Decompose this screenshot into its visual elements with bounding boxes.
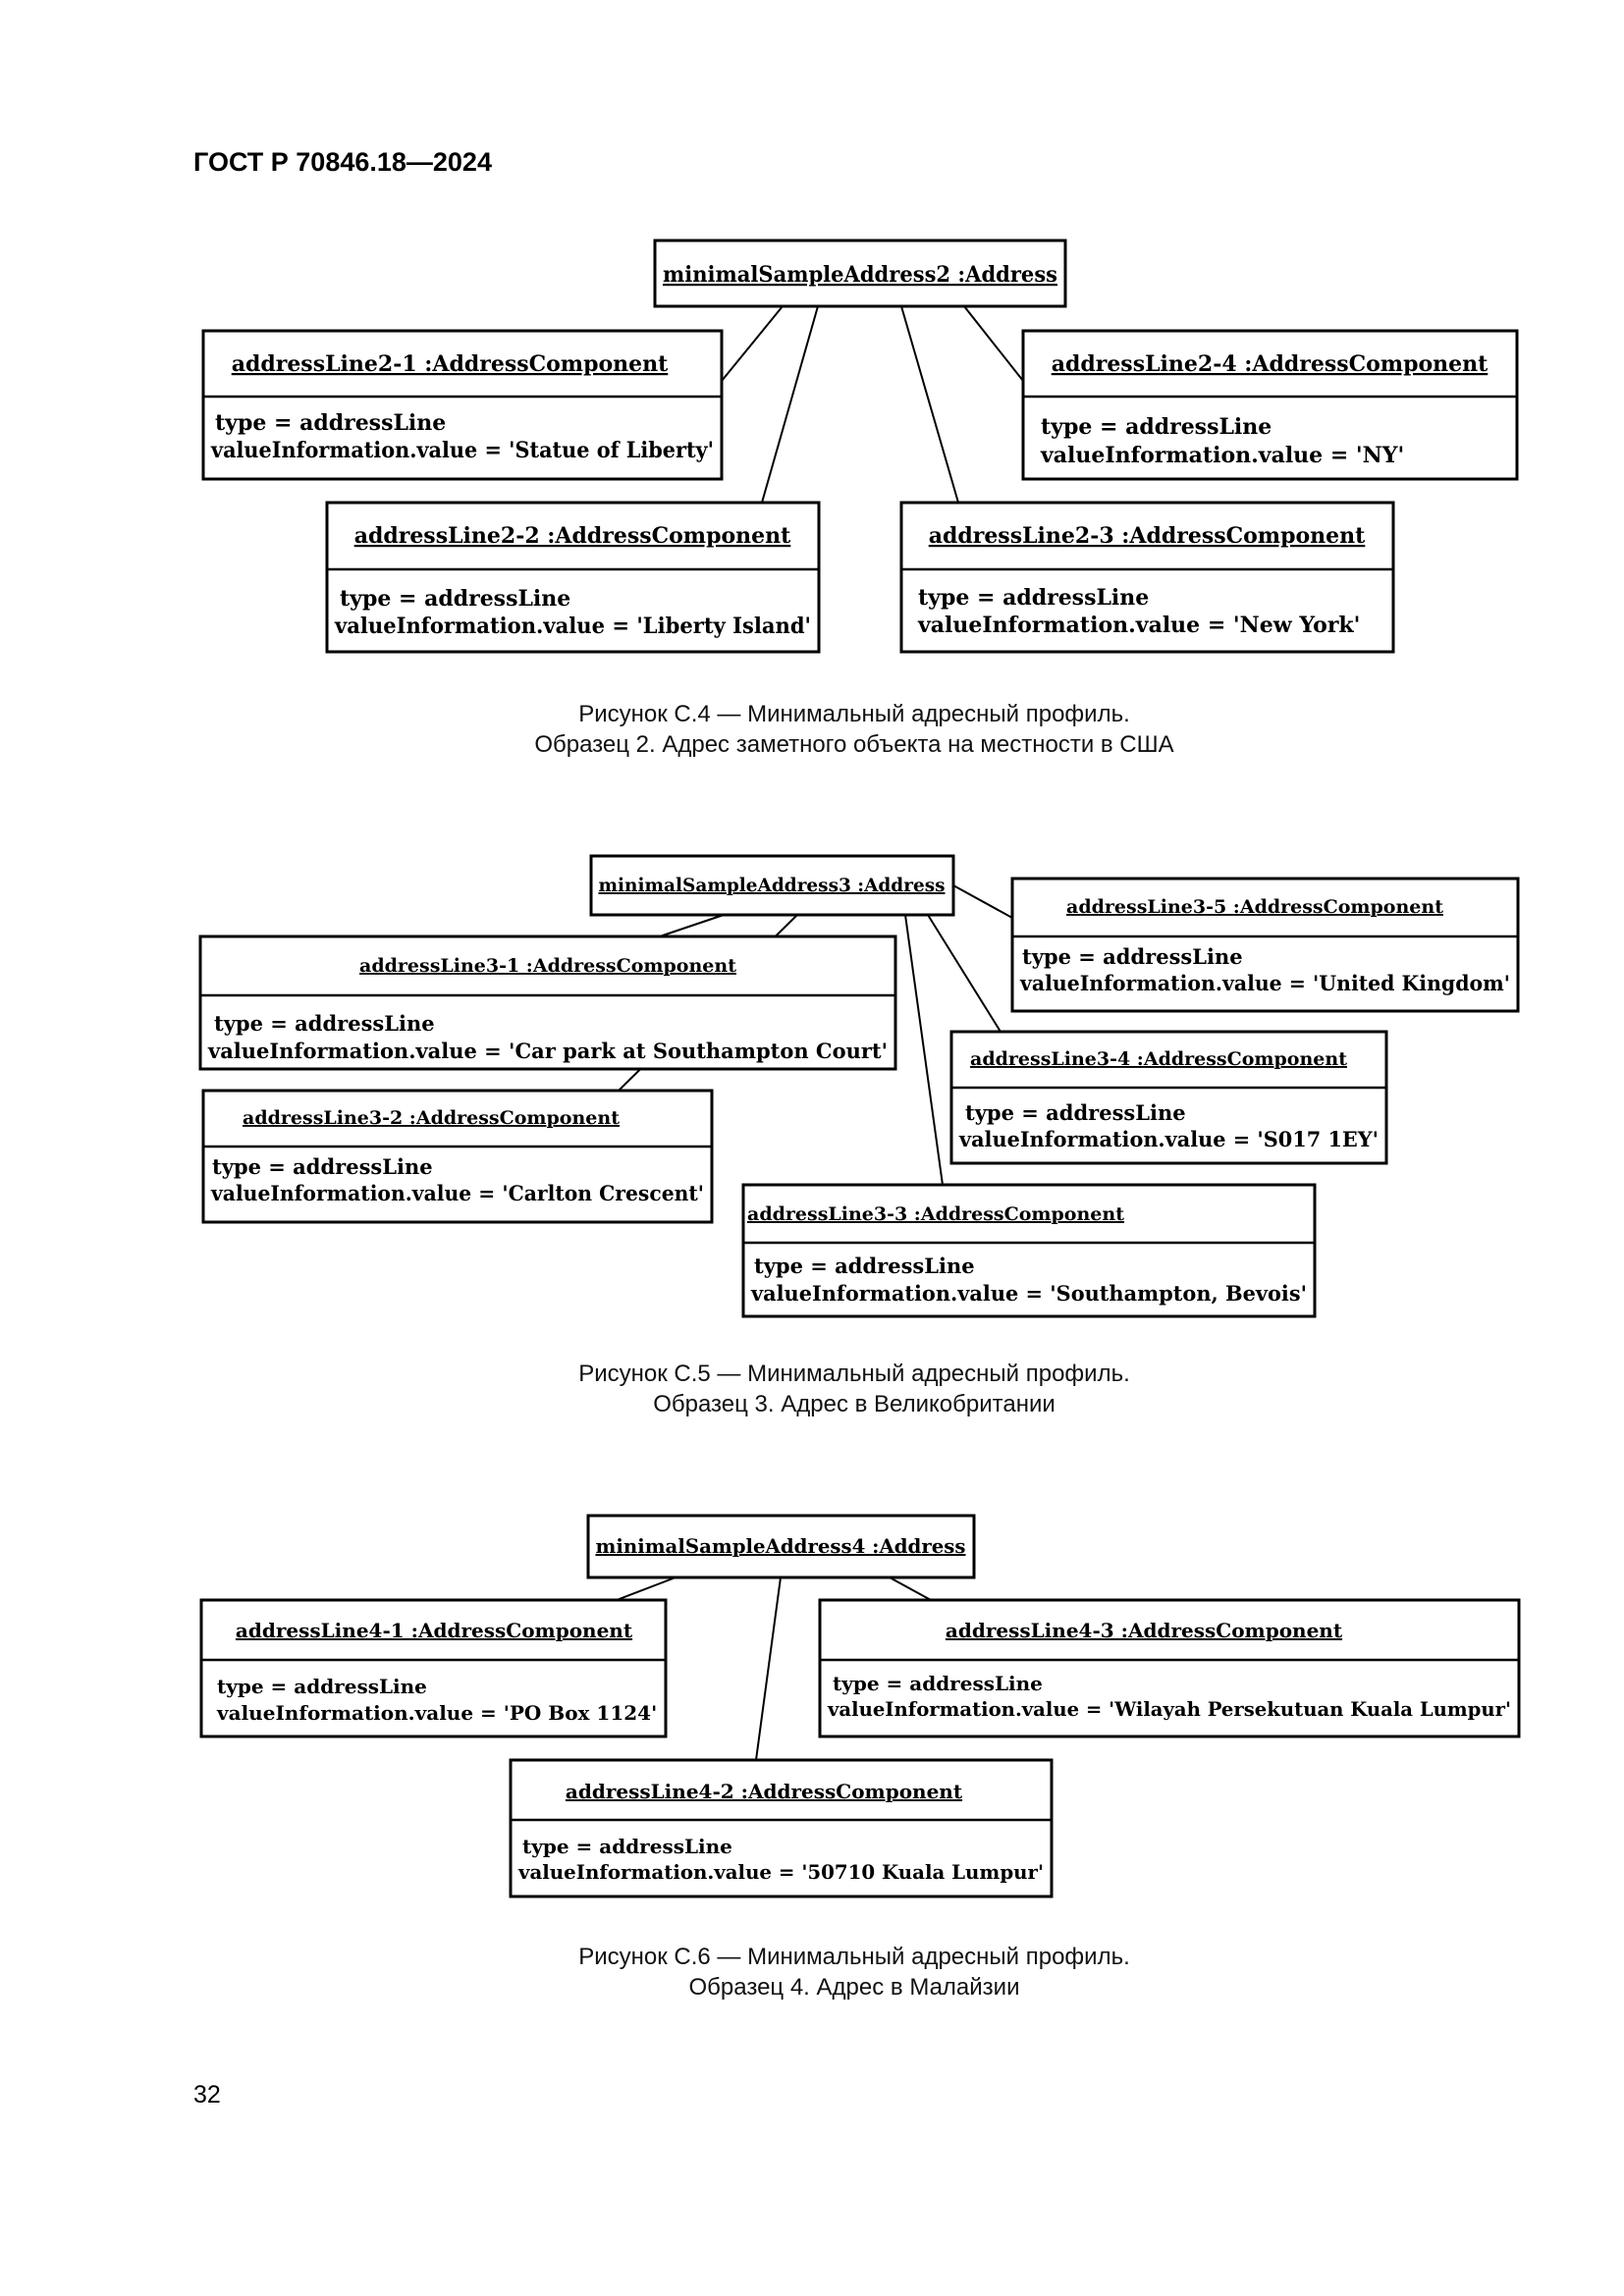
box-attr-value: valueInformation.value = 'Carlton Cresce… [210,1181,704,1205]
link-2-4 [963,305,1024,382]
root-address-4: minimalSampleAddress4 :Address [586,1514,976,1579]
box-attr-type: type = addressLine [212,1154,433,1179]
caption-line: Образец 3. Адрес в Великобритании [653,1391,1056,1417]
figure-c6-diagram: minimalSampleAddress4 :Address addressLi… [199,1514,1521,1898]
figure-c6-caption: Рисунок С.6 — Минимальный адресный профи… [0,1942,1624,2002]
link-4-3 [889,1576,932,1601]
box-attr-type: type = addressLine [522,1835,732,1858]
box-title: addressLine4-1 :AddressComponent [236,1619,633,1642]
link-2-1 [721,305,784,382]
box-attr-value: valueInformation.value = 'PO Box 1124' [216,1701,657,1725]
address-line-3-1: addressLine3-1 :AddressComponent type = … [198,934,897,1071]
address-line-2-4: addressLine2-4 :AddressComponent type = … [1021,329,1519,481]
box-attr-type: type = addressLine [1041,414,1272,440]
caption-line: Рисунок С.5 — Минимальный адресный профи… [578,1361,1130,1387]
link-3-1 [659,914,725,937]
root-address-3: minimalSampleAddress3 :Address [589,854,955,917]
box-attr-type: type = addressLine [217,1675,427,1698]
box-attr-type: type = addressLine [833,1672,1043,1695]
link-3-5 [952,884,1013,919]
caption-line: Образец 2. Адрес заметного объекта на ме… [534,731,1174,758]
box-title: addressLine3-4 :AddressComponent [970,1048,1347,1070]
address-line-4-3: addressLine4-3 :AddressComponent type = … [818,1598,1521,1738]
box-title: addressLine3-1 :AddressComponent [359,955,736,977]
box-title: addressLine3-2 :AddressComponent [243,1107,620,1129]
box-title: addressLine4-3 :AddressComponent [946,1619,1343,1642]
link-2-3 [900,305,959,504]
link-4-1 [616,1576,677,1601]
box-attr-type: type = addressLine [965,1100,1186,1125]
figure-c5-caption: Рисунок С.5 — Минимальный адресный профи… [0,1359,1624,1419]
box-attr-value: valueInformation.value = 'United Kingdom… [1019,971,1510,995]
address-line-2-1: addressLine2-1 :AddressComponent type = … [201,329,724,481]
box-attr-value: valueInformation.value = 'Car park at So… [207,1039,888,1063]
box-attr-value: valueInformation.value = 'New York' [917,613,1360,638]
address-line-2-2: addressLine2-2 :AddressComponent type = … [325,501,821,654]
box-attr-type: type = addressLine [340,586,570,612]
address-line-3-2: addressLine3-2 :AddressComponent type = … [201,1089,714,1224]
caption-line: Образец 4. Адрес в Малайзии [688,1974,1020,2001]
box-attr-type: type = addressLine [754,1254,975,1278]
box-attr-type: type = addressLine [215,410,446,436]
box-attr-type: type = addressLine [918,585,1149,611]
root-address-2: minimalSampleAddress2 :Address [653,239,1067,308]
box-attr-value: valueInformation.value = 'Wilayah Persek… [827,1697,1511,1721]
box-attr-value: valueInformation.value = '50710 Kuala Lu… [517,1860,1044,1884]
caption-line: Рисунок С.6 — Минимальный адресный профи… [578,1944,1130,1970]
box-attr-type: type = addressLine [214,1011,435,1036]
box-title: minimalSampleAddress4 :Address [596,1534,966,1558]
figure-c4-caption: Рисунок С.4 — Минимальный адресный профи… [0,699,1624,760]
address-line-4-2: addressLine4-2 :AddressComponent type = … [509,1758,1054,1898]
box-attr-value: valueInformation.value = 'Statue of Libe… [210,438,714,463]
box-title: addressLine2-2 :AddressComponent [354,523,791,549]
address-line-2-3: addressLine2-3 :AddressComponent type = … [899,501,1395,654]
box-attr-value: valueInformation.value = 'NY' [1040,443,1404,468]
box-title: addressLine3-3 :AddressComponent [747,1203,1124,1225]
box-title: minimalSampleAddress2 :Address [663,262,1057,288]
box-title: addressLine2-3 :AddressComponent [929,523,1366,549]
box-title: addressLine3-5 :AddressComponent [1066,896,1443,918]
link-3-3 [904,914,944,1186]
box-title: addressLine4-2 :AddressComponent [566,1780,963,1803]
page-number: 32 [193,2081,221,2109]
address-line-3-4: addressLine3-4 :AddressComponent type = … [949,1030,1388,1165]
link-4-2 [755,1576,782,1761]
caption-line: Рисунок С.4 — Минимальный адресный профи… [578,701,1130,727]
box-attr-value: valueInformation.value = 'S017 1EY' [958,1127,1379,1151]
figure-c4-diagram: minimalSampleAddress2 :Address addressLi… [201,239,1519,654]
box-attr-value: valueInformation.value = 'Liberty Island… [334,614,811,639]
link-2-2 [761,305,819,504]
box-title: addressLine2-1 :AddressComponent [232,351,669,377]
box-attr-value: valueInformation.value = 'Southampton, B… [750,1281,1307,1306]
link-3-4 [927,914,1001,1033]
box-title: minimalSampleAddress3 :Address [599,875,946,896]
address-line-3-3: addressLine3-3 :AddressComponent type = … [741,1183,1317,1318]
address-line-3-5: addressLine3-5 :AddressComponent type = … [1010,877,1520,1013]
address-line-4-1: addressLine4-1 :AddressComponent type = … [199,1598,668,1738]
figure-c5-diagram: minimalSampleAddress3 :Address addressLi… [198,854,1520,1318]
box-attr-type: type = addressLine [1022,944,1243,969]
document-header: ГОСТ Р 70846.18—2024 [193,147,492,177]
box-title: addressLine2-4 :AddressComponent [1052,351,1489,377]
